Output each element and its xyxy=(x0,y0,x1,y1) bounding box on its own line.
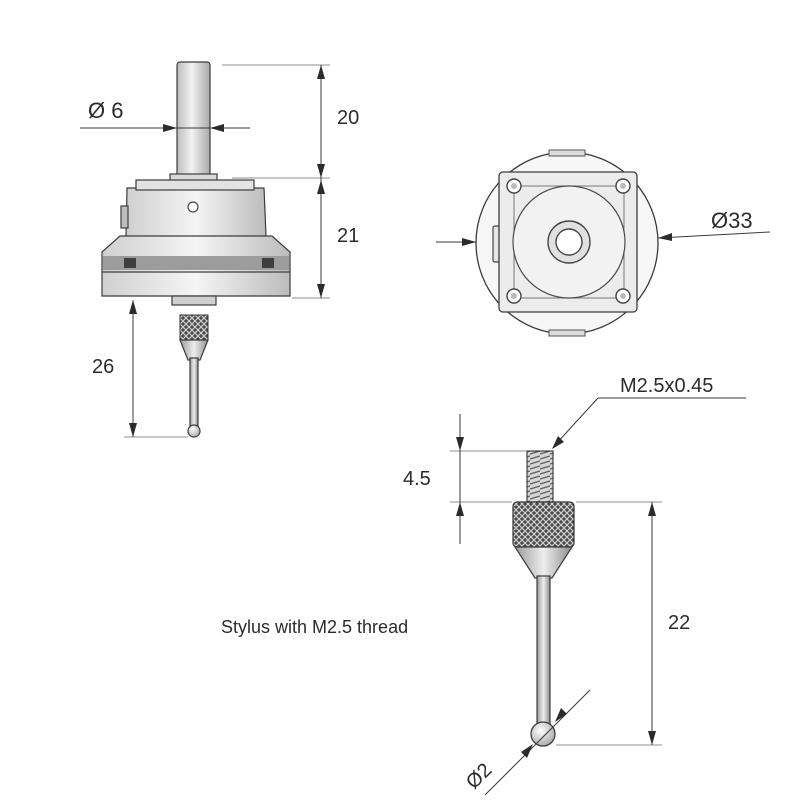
probe-neck xyxy=(171,295,217,306)
dim-shank-length: 20 xyxy=(222,64,359,179)
stylus-ball xyxy=(530,721,556,747)
probe-flange-band xyxy=(103,256,289,270)
dim-shank-diameter: Ø 6 xyxy=(80,98,250,132)
top-view-tab-bottom xyxy=(548,329,586,337)
stylus-detail xyxy=(512,450,575,747)
dim-body-height: 21 xyxy=(292,178,359,299)
probe-stylus-ball xyxy=(187,424,201,438)
body-height-label: 21 xyxy=(337,225,359,247)
probe-stylus-knurl xyxy=(179,314,209,341)
dim-stylus-reach: 26 xyxy=(92,300,188,438)
thread-spec-label: M2.5x0.45 xyxy=(620,375,713,397)
probe-stylus-rod xyxy=(189,357,199,427)
top-view-tab-top xyxy=(548,149,586,157)
stylus-rod xyxy=(536,575,551,729)
dim-thread-length: 4.5 xyxy=(403,414,526,544)
shank-diameter-label: Ø 6 xyxy=(88,98,123,123)
probe-side-nub xyxy=(120,205,129,229)
dim-body-diameter: Ø33 xyxy=(436,208,771,246)
dim-stylus-length: 22 xyxy=(556,501,690,746)
stylus-length-label: 22 xyxy=(668,612,690,634)
stylus-thread xyxy=(526,450,554,503)
stylus-cone xyxy=(513,546,574,579)
dim-thread-spec: M2.5x0.45 xyxy=(552,375,746,449)
probe-side-view xyxy=(101,61,291,438)
body-diameter-label: Ø33 xyxy=(711,208,753,233)
probe-flange-slot-left xyxy=(124,258,136,268)
probe-top-view xyxy=(475,149,659,337)
thread-length-label: 4.5 xyxy=(403,468,431,490)
stylus-caption: Stylus with M2.5 thread xyxy=(221,617,408,637)
stylus-reach-label: 26 xyxy=(92,356,114,378)
top-view-center-bore xyxy=(555,228,583,256)
dim-ball-diameter: Ø2 xyxy=(462,689,591,796)
shank-length-label: 20 xyxy=(337,107,359,129)
probe-top-ring xyxy=(135,179,255,191)
probe-stylus-cone xyxy=(179,339,209,361)
stylus-knurled-grip xyxy=(512,501,575,548)
probe-screw-hole xyxy=(187,201,199,213)
probe-shank xyxy=(176,61,211,181)
probe-flange-slot-right xyxy=(262,258,274,268)
